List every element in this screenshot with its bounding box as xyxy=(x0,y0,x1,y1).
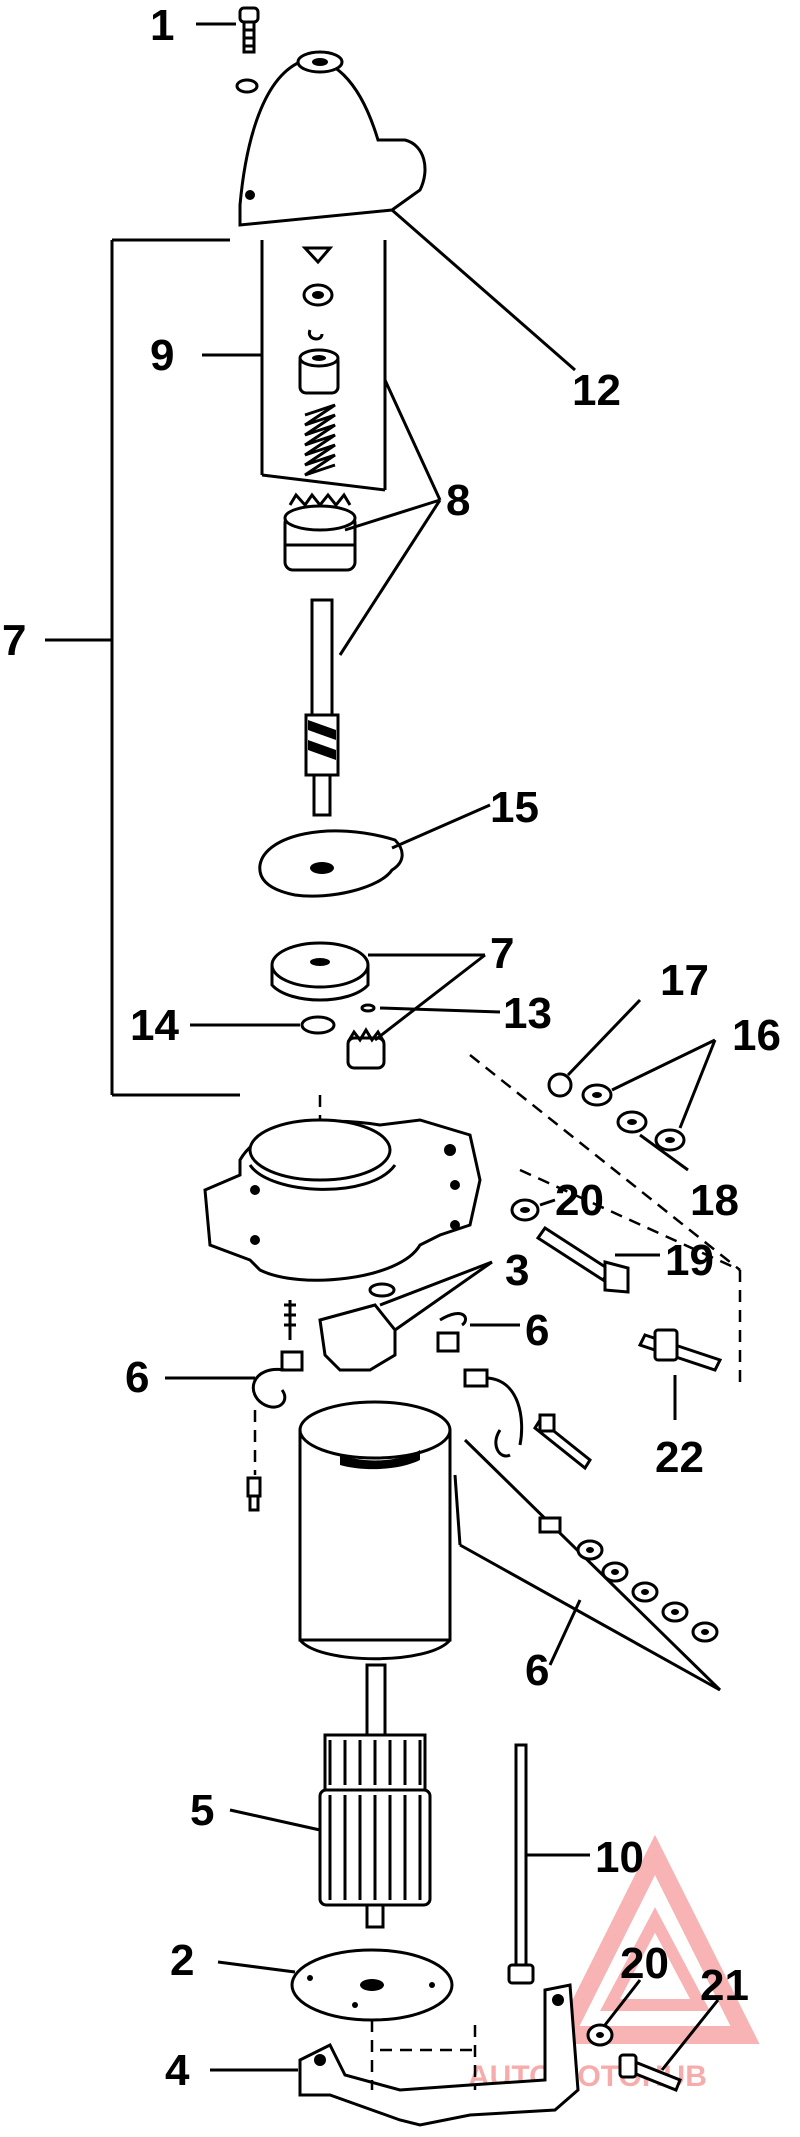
bolt-part-1 xyxy=(196,6,260,94)
callout-6-right-brush: 6 xyxy=(525,1306,549,1355)
assembly-bracket-7 xyxy=(45,238,240,1097)
brush-part-6-right xyxy=(436,1312,520,1353)
callout-6-left-brush: 6 xyxy=(125,1353,149,1402)
callout-21: 21 xyxy=(700,1961,749,2010)
callout-10: 10 xyxy=(595,1833,644,1882)
callout-9: 9 xyxy=(150,331,174,380)
armature-shaft xyxy=(304,598,340,817)
brush-part-6-left xyxy=(165,1350,304,1409)
callout-17: 17 xyxy=(660,956,709,1005)
callout-12: 12 xyxy=(572,366,621,415)
washer-part-14 xyxy=(190,1015,336,1035)
callout-22: 22 xyxy=(655,1433,704,1482)
plate-part-15 xyxy=(258,803,491,898)
callout-16: 16 xyxy=(732,1011,781,1060)
brush-plate-part-3 xyxy=(284,1260,493,1372)
callout-5: 5 xyxy=(190,1786,214,1835)
callout-1: 1 xyxy=(150,1,174,50)
callout-18: 18 xyxy=(690,1176,739,1225)
gear-set-part-7 xyxy=(270,941,486,1070)
callout-7-assembly: 7 xyxy=(2,616,26,665)
callout-20-lower: 20 xyxy=(620,1939,669,1988)
callout-19: 19 xyxy=(665,1236,714,1285)
callout-15: 15 xyxy=(490,783,539,832)
end-cap-part-12 xyxy=(238,50,576,372)
end-plate-part-2 xyxy=(217,1948,454,2022)
callout-6-terminal-kit: 6 xyxy=(525,1646,549,1695)
washer-part-13 xyxy=(360,1003,501,1014)
through-bolt-part-10 xyxy=(507,1743,590,1985)
nut-washer-set-16-17-18 xyxy=(547,998,717,1172)
callout-13: 13 xyxy=(503,989,552,1038)
callout-20-upper: 20 xyxy=(555,1176,604,1225)
callout-3: 3 xyxy=(505,1246,529,1295)
washer-part-20-lower xyxy=(586,1979,642,2047)
screw-part-21 xyxy=(618,1999,720,2092)
terminal-kit-part-6 xyxy=(453,1368,722,1692)
mounting-bracket-part-4 xyxy=(210,1983,580,2127)
callout-labels: 1 12 9 8 7 15 7 14 13 17 16 18 20 19 3 6… xyxy=(2,1,781,2095)
pinion-gear-part-8 xyxy=(283,379,442,656)
bolt-part-19 xyxy=(535,1225,660,1294)
callout-8: 8 xyxy=(446,476,470,525)
drive-housing xyxy=(203,1118,482,1282)
armature-part-5 xyxy=(229,1663,432,1929)
callout-7-gears: 7 xyxy=(490,929,514,978)
motor-frame xyxy=(246,1400,452,1661)
terminal-stud-part-22 xyxy=(637,1328,723,1420)
callout-14: 14 xyxy=(130,1001,179,1050)
callout-4: 4 xyxy=(165,2046,190,2095)
callout-2: 2 xyxy=(170,1936,194,1985)
washer-part-20 xyxy=(510,1198,556,1222)
drive-kit-part-9 xyxy=(202,240,387,492)
